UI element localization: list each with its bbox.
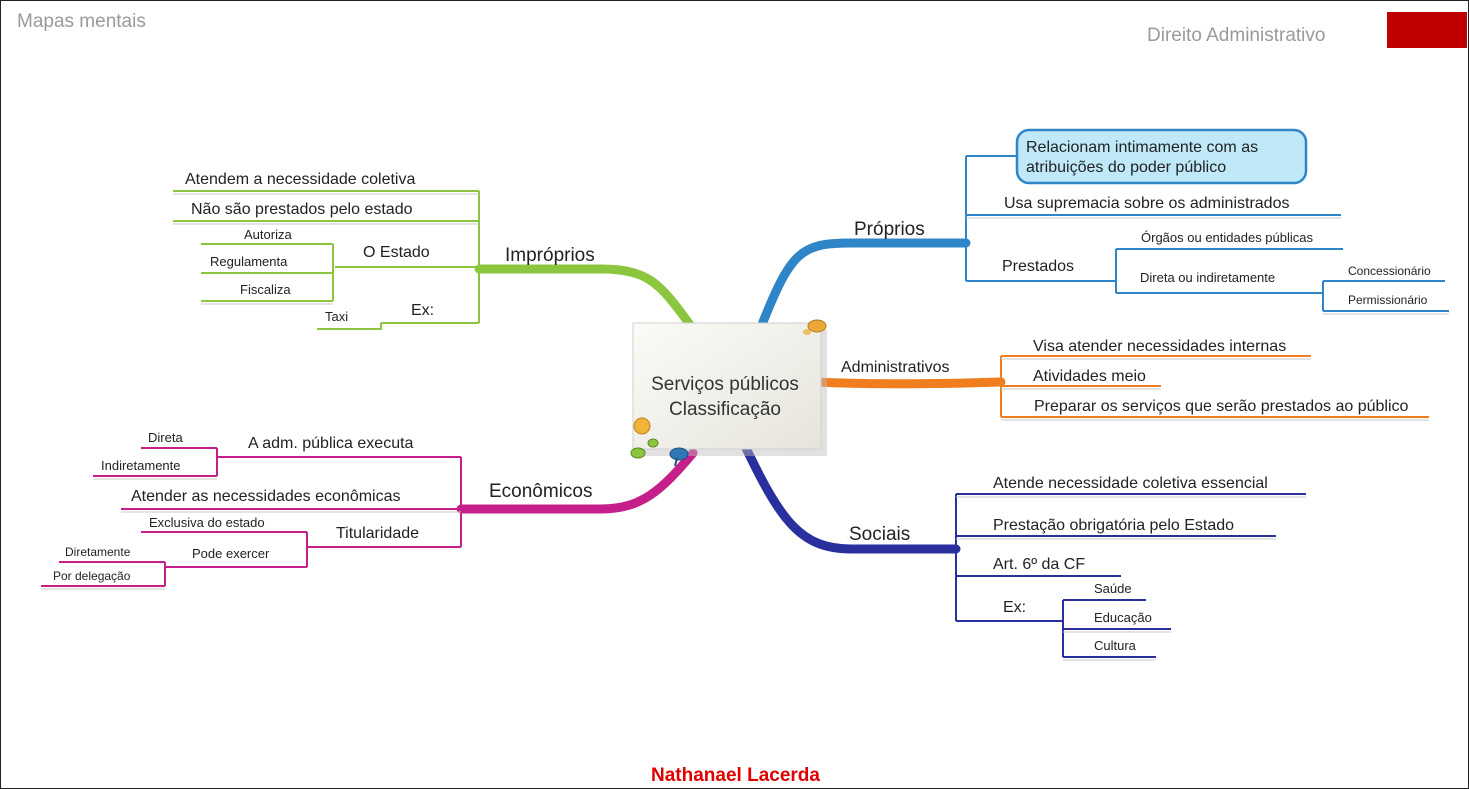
center-title-line2: Classificação <box>669 399 781 420</box>
administrativos-shadows <box>1001 358 1429 421</box>
improprios-fiscaliza: Fiscaliza <box>240 282 291 297</box>
proprios-relacionam-line2: atribuições do poder público <box>1026 159 1226 176</box>
economicos-exclusiva: Exclusiva do estado <box>149 515 265 530</box>
improprios-ex: Ex: <box>411 302 434 319</box>
header-right-title: Direito Administrativo <box>1147 25 1326 46</box>
sociais-art6: Art. 6º da CF <box>993 556 1085 573</box>
branch-economicos <box>41 447 698 587</box>
pin-icon <box>803 319 827 335</box>
sociais-shadows <box>956 496 1306 661</box>
sociais-atende: Atende necessidade coletiva essencial <box>993 475 1268 492</box>
branch-sociais <box>741 443 1306 658</box>
improprios-shadows <box>173 193 479 305</box>
improprios-taxi: Taxi <box>325 309 348 324</box>
improprios-o-estado: O Estado <box>363 244 430 261</box>
improprios-label: Impróprios <box>505 245 595 266</box>
header-left-title: Mapas mentais <box>17 11 146 32</box>
economicos-pode-exercer: Pode exercer <box>192 546 270 561</box>
sociais-prestacao: Prestação obrigatória pelo Estado <box>993 517 1234 534</box>
economicos-atender: Atender as necessidades econômicas <box>131 488 401 505</box>
branch-administrativos <box>811 355 1429 418</box>
improprios-autoriza: Autoriza <box>244 227 292 242</box>
economicos-diretamente: Diretamente <box>65 545 131 559</box>
economicos-label: Econômicos <box>489 481 593 502</box>
improprios-regulamenta: Regulamenta <box>210 254 288 269</box>
sociais-educacao: Educação <box>1094 610 1152 625</box>
administrativos-visa: Visa atender necessidades internas <box>1033 338 1286 355</box>
center-note: Serviços públicos Classificação <box>632 322 827 456</box>
improprios-atendem: Atendem a necessidade coletiva <box>185 171 415 188</box>
branch-improprios <box>173 190 696 331</box>
proprios-prestados: Prestados <box>1002 258 1074 275</box>
pin-icon <box>630 417 689 467</box>
economicos-adm-executa: A adm. pública executa <box>248 435 414 452</box>
economicos-por-delegacao: Por delegação <box>53 569 131 583</box>
header-accent-block <box>1387 12 1467 48</box>
administrativos-label: Administrativos <box>841 359 949 376</box>
proprios-concessionario: Concessionário <box>1348 264 1431 278</box>
economicos-titularidade: Titularidade <box>336 525 419 542</box>
proprios-direta-ind: Direta ou indiretamente <box>1140 270 1275 285</box>
proprios-orgaos: Órgãos ou entidades públicas <box>1141 230 1314 245</box>
center-title-line1: Serviços públicos <box>651 374 799 395</box>
author-name: Nathanael Lacerda <box>651 765 820 786</box>
administrativos-atividades: Atividades meio <box>1033 368 1146 385</box>
sociais-label: Sociais <box>849 524 910 545</box>
administrativos-preparar: Preparar os serviços que serão prestados… <box>1034 398 1409 415</box>
economicos-shadows <box>41 478 461 590</box>
proprios-shadows <box>966 217 1449 315</box>
proprios-label: Próprios <box>854 219 925 240</box>
sociais-saude: Saúde <box>1094 581 1132 596</box>
sociais-cultura: Cultura <box>1094 638 1137 653</box>
proprios-highlight-box <box>1015 128 1308 185</box>
improprios-nao-prestados: Não são prestados pelo estado <box>191 201 413 218</box>
sociais-ex: Ex: <box>1003 599 1026 616</box>
proprios-usa: Usa supremacia sobre os administrados <box>1004 195 1289 212</box>
economicos-indiretamente: Indiretamente <box>101 458 181 473</box>
proprios-relacionam-line1: Relacionam intimamente com as <box>1026 139 1258 156</box>
proprios-permissionario: Permissionário <box>1348 293 1428 307</box>
economicos-direta: Direta <box>148 430 183 445</box>
